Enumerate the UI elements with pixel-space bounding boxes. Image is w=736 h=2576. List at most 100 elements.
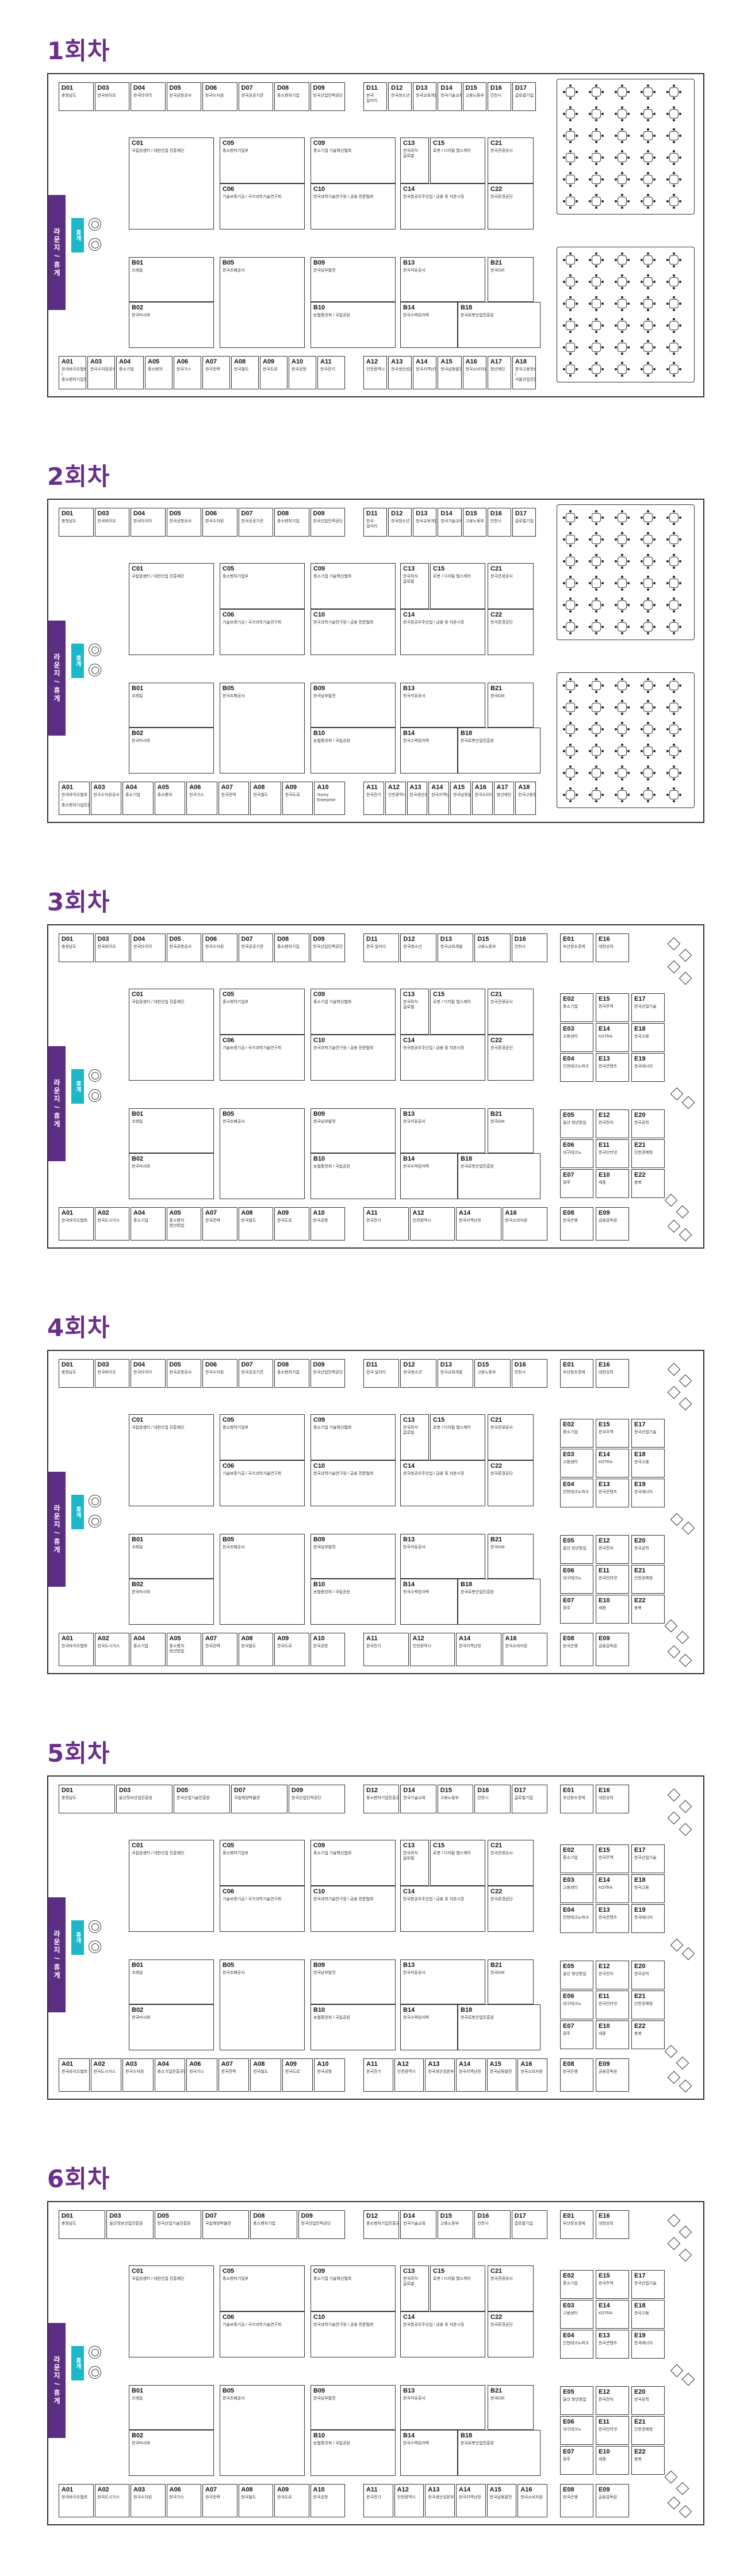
booth-d12[interactable]: D12중소벤처기업진흥공단 <box>363 2210 400 2239</box>
booth-a18[interactable]: A18한국고용정보원 <box>515 782 536 815</box>
